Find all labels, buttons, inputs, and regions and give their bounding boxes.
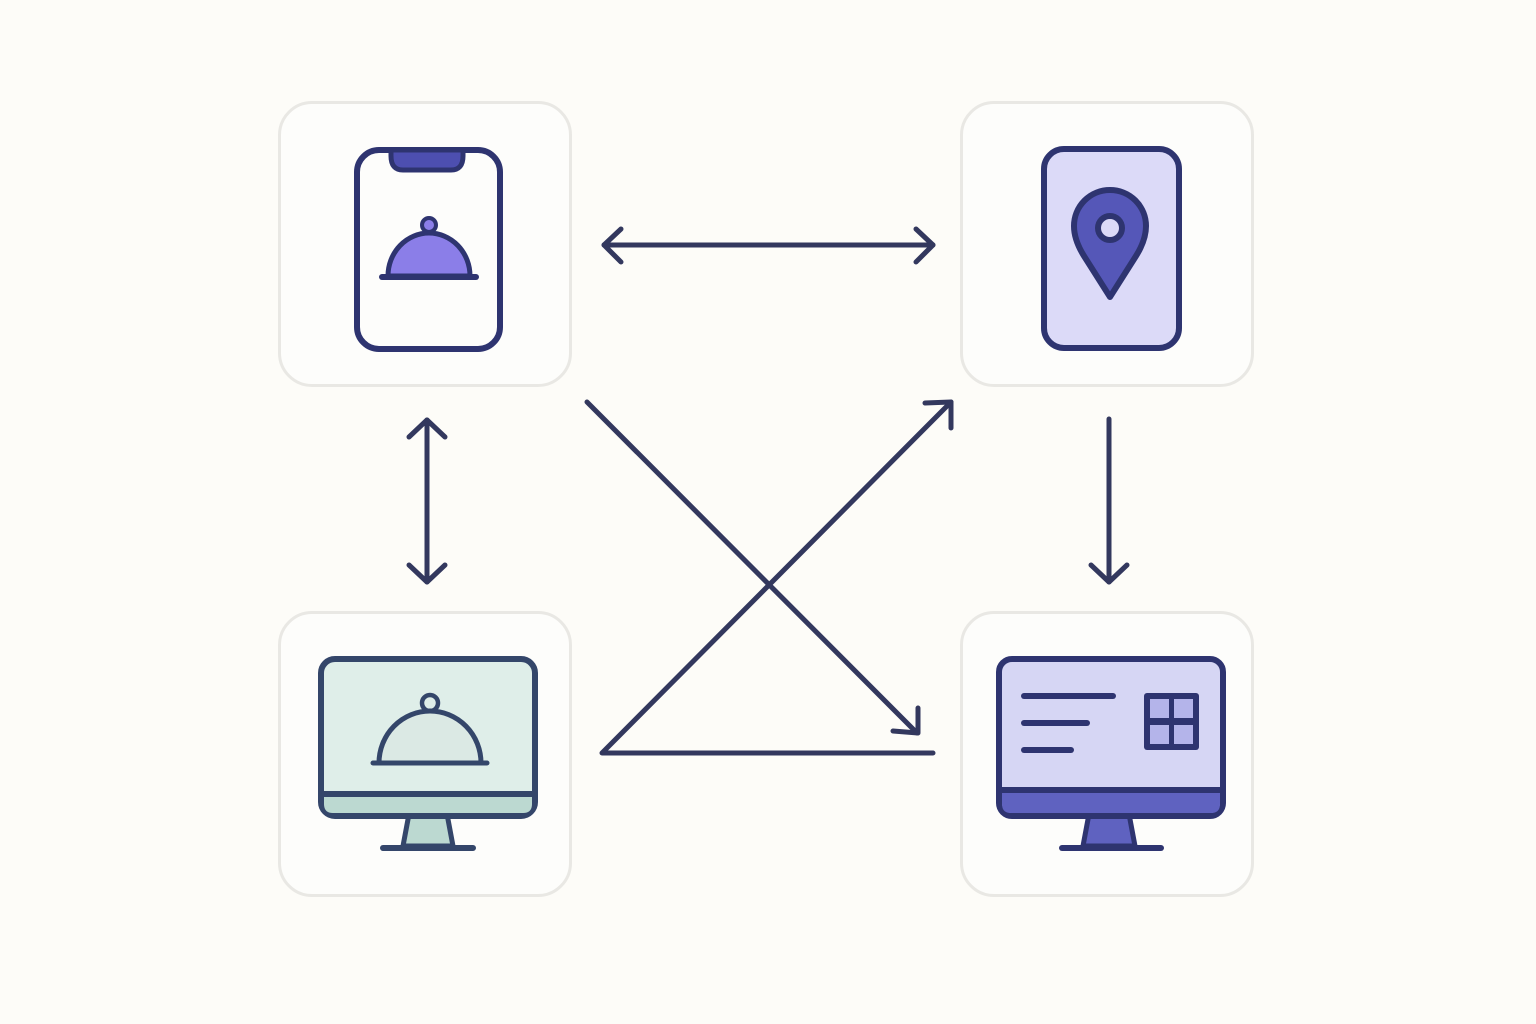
node-mobile-app[interactable]: Mobile food-ordering app [278,101,572,387]
edge-mobile-location-bidirectional-arrow[interactable] [601,226,936,265]
phone-map-pin-icon [1041,146,1182,351]
edge-location-dashboard-arrow[interactable] [1088,416,1130,585]
edge-desktop-location-diagonal-arrow[interactable] [599,399,954,756]
monitor-dashboard-icon [996,656,1226,851]
node-location-device[interactable]: Location tracking device [960,101,1254,387]
smartphone-cloche-icon [354,147,503,352]
node-admin-dashboard[interactable]: Admin dashboard monitor [960,611,1254,897]
node-restaurant-desktop[interactable]: Restaurant desktop terminal [278,611,572,897]
monitor-cloche-icon [318,656,538,851]
edge-mobile-desktop-bidirectional-arrow[interactable] [406,417,448,585]
edge-mobile-dashboard-diagonal-arrow[interactable] [584,399,921,736]
